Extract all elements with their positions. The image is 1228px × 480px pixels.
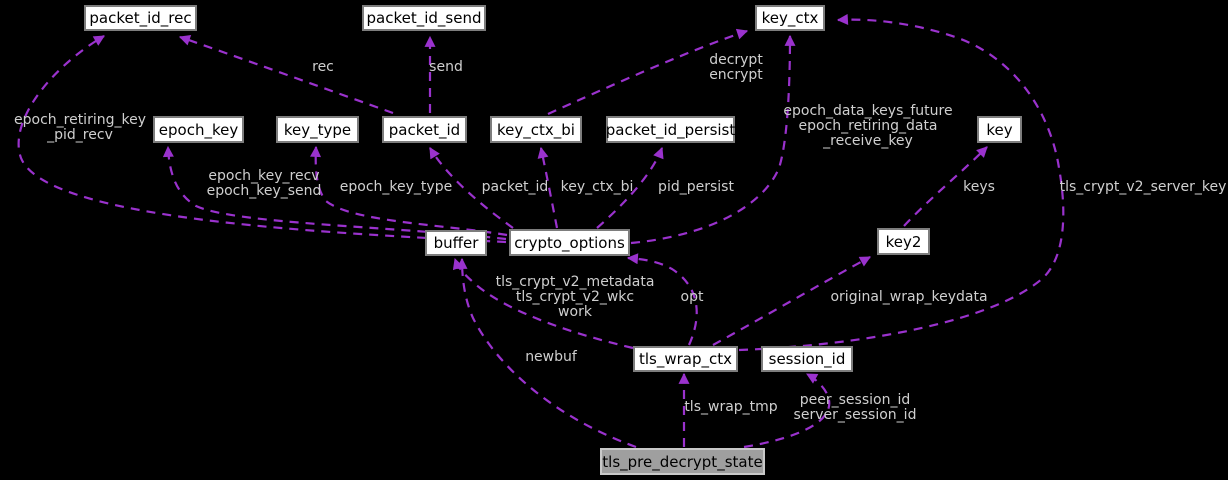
edge-label-line: epoch_key_recv: [208, 168, 320, 184]
edge-tls-crypt-v2-group: [452, 257, 634, 350]
edge-opt: [626, 253, 698, 346]
node-session_id[interactable]: session_id: [761, 346, 853, 372]
edge-label-line: work: [558, 304, 592, 320]
edge-label-line: epoch_retiring_key: [14, 112, 146, 128]
edge-peer-server-session-id: [743, 373, 831, 449]
edge-label-line: peer_session_id: [799, 392, 911, 408]
edge-tls-crypt-v2-server-key: [738, 13, 1065, 352]
edge-label-pid_persist: pid_persist: [658, 180, 734, 195]
node-key[interactable]: key: [977, 116, 1022, 143]
node-crypto_options[interactable]: crypto_options: [509, 229, 630, 256]
edge-original-wrap-keydata: [712, 256, 871, 346]
edge-pid-persist: [596, 146, 664, 229]
edge-label-line: original_wrap_keydata: [830, 289, 988, 305]
edge-epoch-key-recv-send: [162, 145, 507, 241]
edge-label-line: _pid_recv: [47, 127, 113, 143]
edge-label-send: send: [429, 60, 463, 75]
node-key2[interactable]: key2: [877, 228, 930, 255]
node-key_ctx[interactable]: key_ctx: [755, 5, 825, 31]
edge-label-line: keys: [963, 179, 995, 195]
edge-label-line: tls_crypt_v2_metadata: [495, 274, 655, 290]
edge-label-line: packet_id: [481, 179, 549, 195]
edge-label-line: tls_wrap_tmp: [684, 399, 778, 415]
edge-label-line: _receive_key: [823, 133, 913, 149]
node-packet_id_rec[interactable]: packet_id_rec: [84, 5, 197, 31]
node-tls_wrap_ctx[interactable]: tls_wrap_ctx: [633, 346, 738, 372]
edge-decrypt-encrypt: [547, 28, 749, 116]
edge-keys: [903, 146, 988, 227]
edge-label-line: decrypt: [709, 52, 763, 68]
edge-label-line: newbuf: [525, 349, 577, 365]
edge-key-ctx-bi: [537, 146, 559, 229]
edge-rec: [178, 35, 394, 115]
node-tls_pre_decrypt_state: tls_pre_decrypt_state: [600, 448, 765, 475]
edge-label-epoch_key_type: epoch_key_type: [340, 180, 452, 195]
edge-label-line: key_ctx_bi: [560, 179, 634, 195]
edge-epoch-data-keys: [630, 34, 796, 245]
edge-label-epoch_retiring_key_pid_recv: epoch_retiring_key_pid_recv: [14, 113, 146, 143]
edge-label-opt: opt: [681, 290, 704, 305]
edge-label-line: epoch_data_keys_future: [783, 103, 953, 119]
edge-label-key_ctx_bi: key_ctx_bi: [561, 180, 634, 195]
edge-label-line: epoch_retiring_data: [798, 118, 938, 134]
edge-label-line: encrypt: [709, 67, 763, 83]
node-packet_id_send[interactable]: packet_id_send: [362, 5, 486, 31]
edge-label-original_wrap_keydata: original_wrap_keydata: [830, 290, 987, 305]
edge-label-tls_wrap_tmp: tls_wrap_tmp: [684, 400, 777, 415]
node-key_ctx_bi[interactable]: key_ctx_bi: [490, 116, 582, 143]
edge-epoch-key-type: [310, 145, 508, 237]
node-packet_id[interactable]: packet_id: [382, 116, 467, 143]
edge-label-line: pid_persist: [658, 179, 734, 195]
node-buffer[interactable]: buffer: [425, 230, 487, 256]
edge-label-line: tls_crypt_v2_wkc: [515, 289, 635, 305]
edge-label-tls_crypt_v2_server_key: tls_crypt_v2_server_key: [1060, 180, 1227, 195]
edge-label-line: epoch_key_send: [206, 183, 322, 199]
edge-label-line: tls_crypt_v2_server_key: [1059, 179, 1227, 195]
edge-epoch-retiring-key-pid-recv: [17, 35, 507, 244]
node-packet_id_persist[interactable]: packet_id_persist: [606, 116, 735, 143]
edge-label-line: rec: [312, 59, 334, 75]
edge-label-line: epoch_key_type: [339, 179, 453, 195]
edge-label-rec: rec: [312, 60, 334, 75]
edge-label-packet_id: packet_id: [482, 180, 549, 195]
edge-label-line: opt: [680, 289, 704, 305]
edge-newbuf: [456, 257, 637, 449]
edge-label-line: send: [429, 59, 463, 75]
edge-label-line: server_session_id: [793, 407, 917, 423]
node-epoch_key[interactable]: epoch_key: [153, 116, 244, 143]
edge-label-keys: keys: [963, 180, 995, 195]
node-key_type[interactable]: key_type: [276, 116, 359, 143]
edge-label-newbuf: newbuf: [525, 350, 577, 365]
edge-packet-id: [429, 147, 514, 229]
